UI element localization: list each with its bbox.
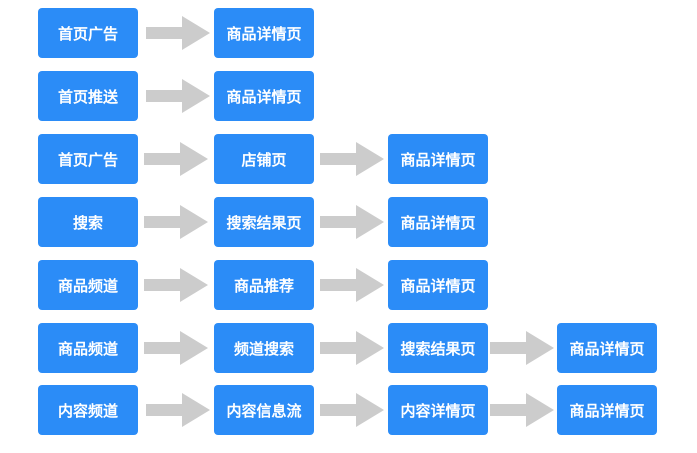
arrow-right-icon [146,393,210,427]
arrow-right-icon [320,142,384,176]
flow-node: 商品详情页 [388,197,488,247]
flow-node: 首页广告 [38,8,138,58]
flow-node: 首页广告 [38,134,138,184]
flow-row-3: 首页广告 店铺页 商品详情页 [0,134,697,184]
flow-node: 频道搜索 [214,323,314,373]
flow-node: 商品详情页 [388,134,488,184]
arrow-right-icon [144,331,208,365]
flow-node: 商品详情页 [388,260,488,310]
arrow-right-icon [144,142,208,176]
flow-node: 搜索结果页 [388,323,488,373]
flow-node: 搜索 [38,197,138,247]
arrow-right-icon [490,393,554,427]
flow-row-6: 商品频道 频道搜索 搜索结果页 商品详情页 [0,323,697,373]
flow-row-5: 商品频道 商品推荐 商品详情页 [0,260,697,310]
flow-node: 商品频道 [38,260,138,310]
flow-node: 商品详情页 [557,323,657,373]
flow-node: 内容详情页 [388,385,488,435]
arrow-right-icon [490,331,554,365]
flow-node: 首页推送 [38,71,138,121]
arrow-right-icon [144,268,208,302]
flow-node: 商品详情页 [557,385,657,435]
arrow-right-icon [146,16,210,50]
flow-node: 搜索结果页 [214,197,314,247]
flow-row-2: 首页推送 商品详情页 [0,71,697,121]
arrow-right-icon [144,205,208,239]
arrow-right-icon [320,331,384,365]
flow-row-4: 搜索 搜索结果页 商品详情页 [0,197,697,247]
flow-row-1: 首页广告 商品详情页 [0,8,697,58]
flow-node: 店铺页 [214,134,314,184]
flow-row-7: 内容频道 内容信息流 内容详情页 商品详情页 [0,385,697,435]
flow-node: 内容频道 [38,385,138,435]
arrow-right-icon [320,393,384,427]
flow-node: 商品详情页 [214,71,314,121]
arrow-right-icon [320,205,384,239]
flow-node: 商品详情页 [214,8,314,58]
arrow-right-icon [146,79,210,113]
flow-node: 商品频道 [38,323,138,373]
arrow-right-icon [320,268,384,302]
flow-node: 商品推荐 [214,260,314,310]
flow-node: 内容信息流 [214,385,314,435]
